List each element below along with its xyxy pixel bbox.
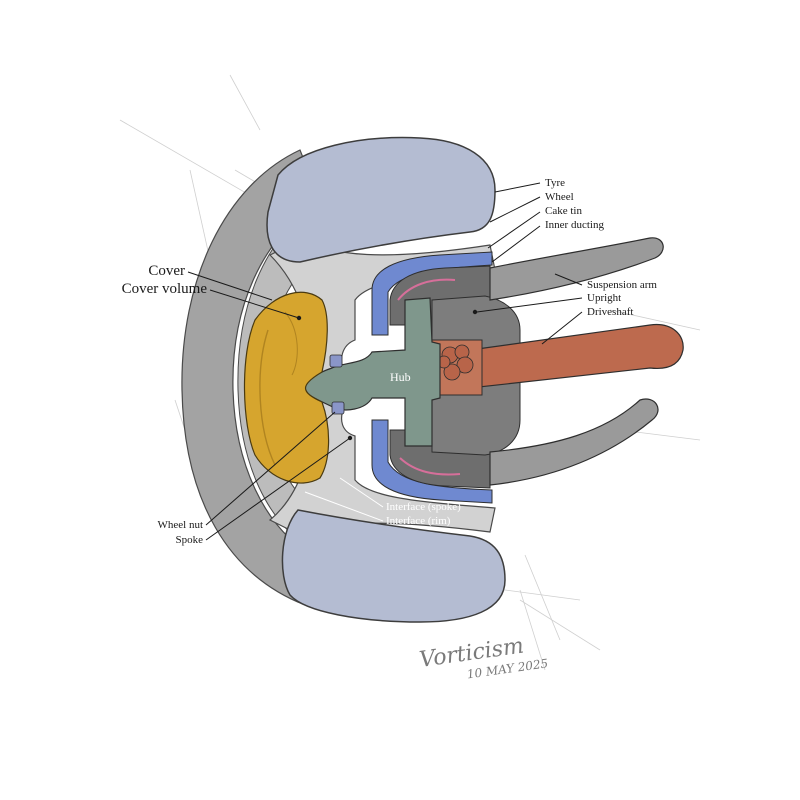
label-wheel: Wheel — [545, 191, 574, 203]
cover-contour-2 — [284, 311, 298, 376]
driveshaft[interactable] — [469, 323, 684, 389]
wheel-nut[interactable] — [329, 354, 345, 415]
ducting-accent-upper — [397, 278, 456, 301]
label-cake-tin: Cake tin — [545, 205, 582, 217]
tyre-bottom[interactable] — [281, 509, 506, 623]
ducting-accent-lower — [399, 457, 461, 476]
cake-tin-upper[interactable] — [371, 251, 493, 336]
leader-lines — [187, 182, 583, 541]
label-driveshaft: Driveshaft — [587, 306, 633, 318]
label-interface-spoke: Interface (spoke) — [386, 501, 461, 513]
suspension-arm-upper[interactable] — [489, 237, 664, 301]
label-inner-ducting: Inner ducting — [545, 219, 604, 231]
label-wheel-nut: Wheel nut — [157, 519, 203, 531]
cake-tin-lower[interactable] — [371, 419, 493, 504]
label-cover: Cover — [148, 263, 185, 279]
label-spoke: Spoke — [176, 534, 204, 546]
label-tyre: Tyre — [545, 177, 565, 189]
cv-joint — [437, 344, 474, 381]
label-suspension-arm: Suspension arm — [587, 279, 657, 291]
suspension-arm-lower[interactable] — [489, 398, 659, 486]
label-interface-rim: Interface (rim) — [386, 515, 451, 527]
label-hub: Hub — [390, 370, 411, 384]
label-upright: Upright — [587, 292, 621, 304]
cover-contour — [259, 329, 276, 466]
label-cover-volume: Cover volume — [122, 281, 208, 297]
artist-signature: Vorticism 10 MAY 2025 — [418, 634, 549, 682]
tyre-top[interactable] — [266, 136, 496, 263]
